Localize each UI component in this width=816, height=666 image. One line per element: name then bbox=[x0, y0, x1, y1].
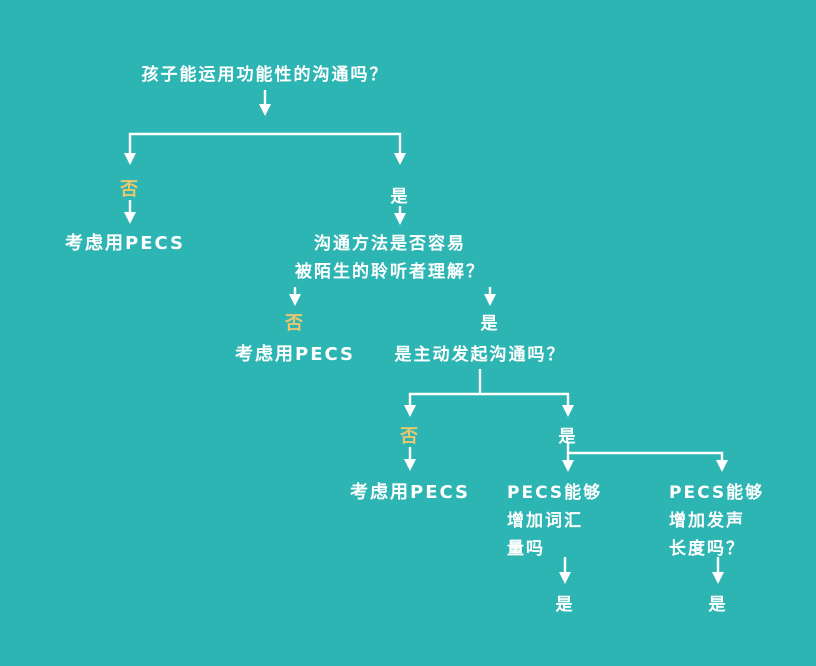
question-understood-line1: 沟通方法是否容易 bbox=[314, 234, 466, 254]
branch3-yes-label: 是 bbox=[558, 427, 578, 447]
question-utterance-line2: 增加发声 bbox=[669, 511, 745, 531]
question-vocabulary-line1: PECS能够 bbox=[507, 483, 603, 503]
branch2-result-consider-pecs: 考虑用PECS bbox=[235, 344, 355, 365]
branch1-result-consider-pecs: 考虑用PECS bbox=[65, 233, 185, 254]
question-understood-line2: 被陌生的聆听者理解？ bbox=[295, 262, 485, 282]
question-vocabulary-line2: 增加词汇 bbox=[507, 511, 583, 531]
question-utterance-line3: 长度吗？ bbox=[669, 539, 745, 559]
branch1-no-label: 否 bbox=[120, 179, 140, 200]
question-initiates-communication: 是主动发起沟通吗？ bbox=[394, 345, 566, 365]
branch2-no-label: 否 bbox=[285, 313, 305, 334]
question-functional-communication: 孩子能运用功能性的沟通吗？ bbox=[141, 65, 389, 85]
branch3-result-consider-pecs: 考虑用PECS bbox=[350, 482, 470, 503]
branch3-no-label: 否 bbox=[400, 426, 420, 447]
question-pecs-increase-vocabulary: PECS能够 增加词汇 量吗 bbox=[507, 479, 602, 563]
branch1-yes-label: 是 bbox=[390, 187, 410, 207]
vocabulary-yes-label: 是 bbox=[555, 595, 575, 615]
question-understood-by-strangers: 沟通方法是否容易 被陌生的聆听者理解？ bbox=[295, 230, 485, 286]
utterance-yes-label: 是 bbox=[708, 595, 728, 615]
branch2-yes-label: 是 bbox=[480, 314, 500, 334]
question-vocabulary-line3: 量吗 bbox=[507, 539, 545, 559]
question-pecs-increase-utterance-length: PECS能够 增加发声 长度吗？ bbox=[669, 479, 764, 563]
question-utterance-line1: PECS能够 bbox=[669, 483, 765, 503]
